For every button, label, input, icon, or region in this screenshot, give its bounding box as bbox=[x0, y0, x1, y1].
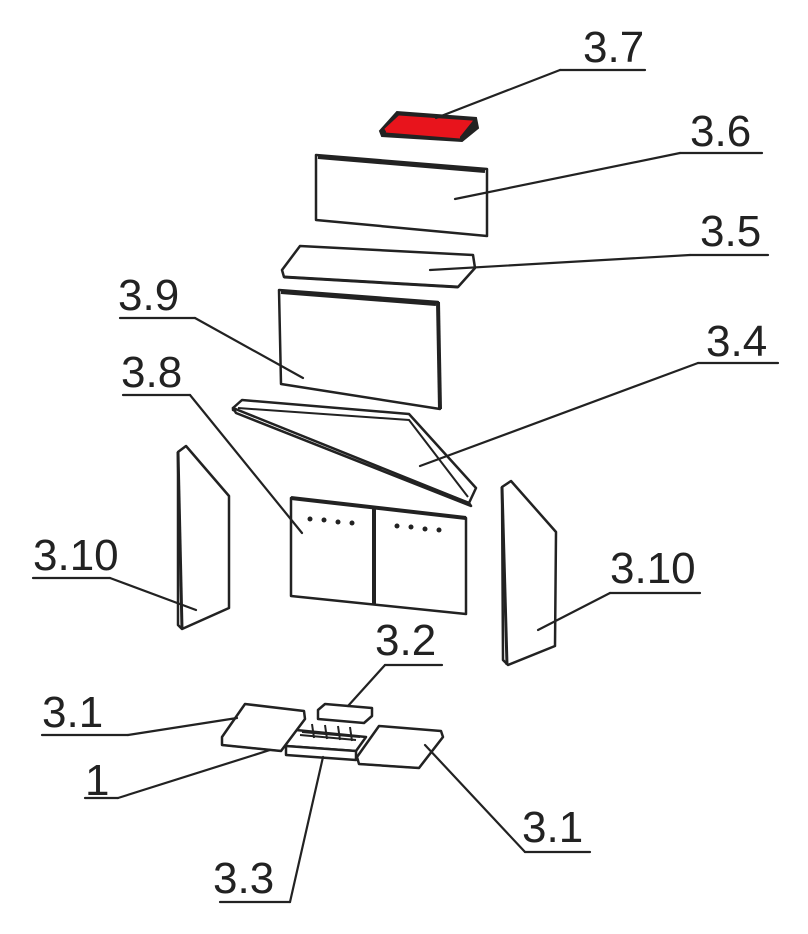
label-3-1-right: 3.1 bbox=[522, 803, 583, 852]
label-3-8: 3.8 bbox=[121, 348, 182, 397]
leader-3-6 bbox=[453, 151, 682, 201]
leader-3-7 bbox=[434, 68, 562, 120]
part-3-1-right[interactable] bbox=[355, 724, 445, 770]
part-3-5[interactable] bbox=[280, 244, 477, 289]
label-3-5: 3.5 bbox=[700, 207, 761, 256]
part-3-8[interactable] bbox=[289, 496, 468, 616]
leader-3-10-left bbox=[108, 576, 198, 612]
part-3-10-right[interactable] bbox=[500, 479, 558, 667]
label-3-6: 3.6 bbox=[690, 107, 751, 156]
part-3-4[interactable] bbox=[231, 398, 478, 508]
label-3-4: 3.4 bbox=[706, 317, 767, 366]
label-1: 1 bbox=[85, 756, 109, 805]
leader-3-5 bbox=[428, 253, 692, 272]
leader-3-1-right bbox=[423, 743, 527, 854]
leader-3-2 bbox=[346, 663, 387, 708]
label-3-9: 3.9 bbox=[118, 271, 179, 320]
label-3-3: 3.3 bbox=[213, 854, 274, 903]
label-3-7: 3.7 bbox=[583, 23, 644, 72]
leader-3-9 bbox=[193, 316, 305, 380]
leader-3-8 bbox=[188, 393, 304, 535]
part-3-9[interactable] bbox=[277, 288, 442, 411]
leader-1 bbox=[116, 748, 272, 800]
leader-3-3 bbox=[288, 755, 325, 904]
label-3-10-left: 3.10 bbox=[33, 531, 119, 580]
part-3-1-left[interactable] bbox=[220, 702, 307, 753]
part-3-10-left[interactable] bbox=[176, 444, 231, 631]
leader-3-1-left bbox=[126, 716, 239, 737]
leader-3-10-right bbox=[536, 591, 612, 632]
part-3-7[interactable] bbox=[378, 110, 480, 143]
part-3-6[interactable] bbox=[314, 153, 489, 238]
leader-3-4 bbox=[418, 361, 700, 468]
label-3-10-right: 3.10 bbox=[610, 544, 696, 593]
label-3-2: 3.2 bbox=[375, 616, 436, 665]
label-3-1-left: 3.1 bbox=[42, 688, 103, 737]
